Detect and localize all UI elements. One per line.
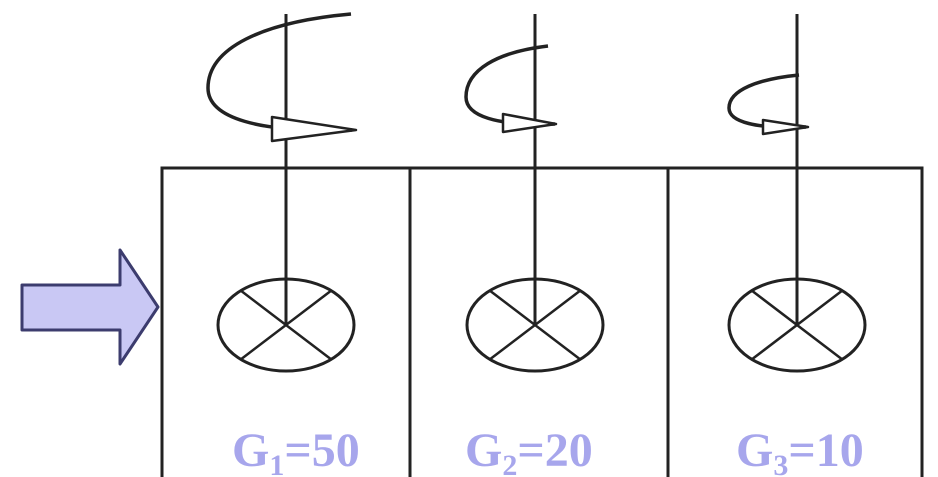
stage-3: G3=10 (727, 14, 867, 477)
stage-2-label: G2=20 (465, 424, 593, 477)
impeller-icon (727, 277, 867, 373)
stage-1: G1=50 (206, 12, 360, 477)
rotation-arrow-icon (727, 73, 810, 136)
rotation-arrow-icon (206, 12, 358, 143)
stage-1-label: G1=50 (232, 424, 360, 477)
stage-2: G2=20 (464, 14, 605, 477)
rotation-arrow-icon (464, 44, 558, 134)
stage-3-label: G3=10 (736, 424, 864, 477)
impeller-icon (465, 277, 605, 373)
tank-outline (160, 166, 924, 477)
inlet-arrow-icon (20, 248, 160, 366)
impeller-icon (216, 277, 356, 373)
